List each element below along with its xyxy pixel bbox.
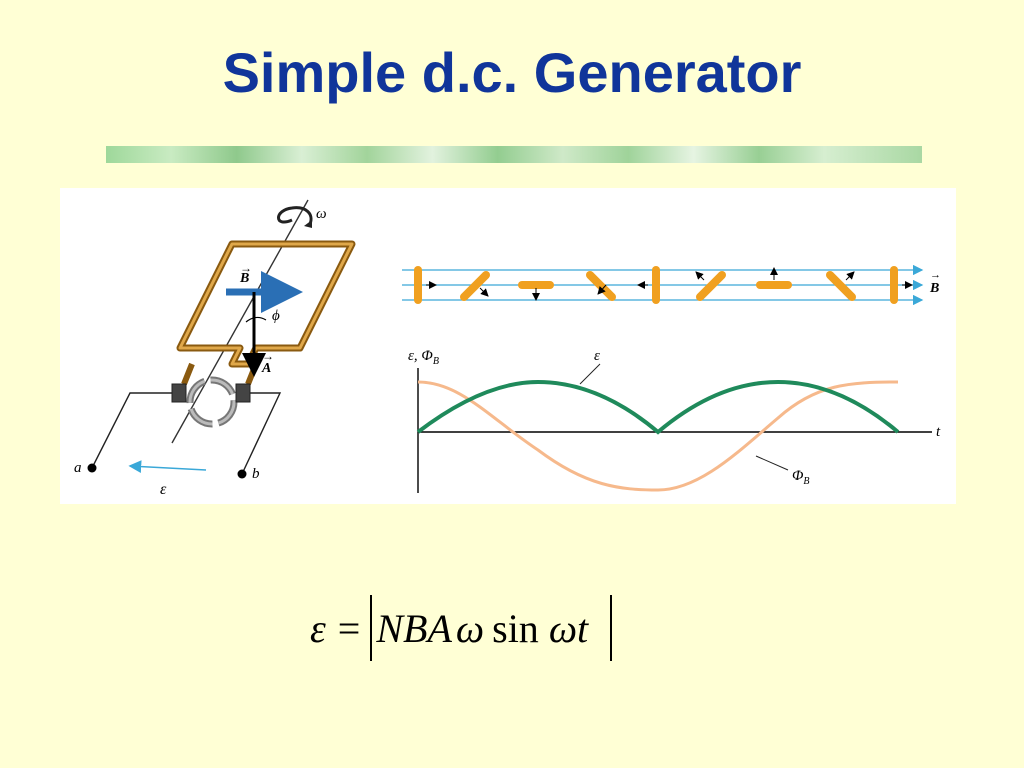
- generator-drawing: ω B → A → ϕ: [74, 199, 356, 498]
- eq-sin: sin: [492, 605, 539, 651]
- figure-svg: ω B → A → ϕ: [74, 199, 941, 498]
- eq-abs-bar-right: [610, 595, 613, 661]
- eq-omega: ω: [455, 605, 485, 651]
- generator-figure: ω B → A → ϕ: [60, 188, 956, 504]
- a-vector-label: A: [261, 361, 271, 376]
- emf-flux-graph: ε, ΦB t ε ΦB: [408, 348, 941, 493]
- eq-equals: =: [337, 605, 361, 651]
- emf-label: ε: [160, 481, 167, 498]
- emf-curve: [416, 379, 900, 435]
- emf-curve-label: ε: [594, 348, 600, 364]
- graph-x-label: t: [936, 424, 941, 440]
- terminal-b-label: b: [252, 466, 260, 482]
- lead-wire-b: [241, 392, 282, 475]
- orientation-strip: B →: [402, 264, 941, 306]
- flux-curve: [417, 380, 899, 492]
- coil-loop: [178, 242, 354, 366]
- omega-rotation-arrow: [277, 206, 313, 225]
- graph-y-label: ε, ΦB: [408, 348, 439, 367]
- brush-left: [171, 383, 187, 403]
- strip-b-label: B: [929, 281, 939, 296]
- emf-equation: ε = NBA ω sin ωt: [310, 592, 613, 664]
- brush-right: [235, 383, 251, 403]
- emf-direction-arrow: [128, 460, 207, 473]
- phi-angle-label: ϕ: [272, 308, 280, 324]
- eq-omega-t: ωt: [548, 605, 589, 651]
- coil-loop-outline: [176, 240, 356, 368]
- flux-curve-label: ΦB: [792, 468, 810, 487]
- eq-nba: NBA: [376, 605, 452, 651]
- terminal-a-label: a: [74, 460, 82, 476]
- title-divider: [106, 146, 922, 163]
- terminal-b: [237, 469, 247, 479]
- eq-abs-bar-left: [370, 595, 373, 661]
- b-vector-label: B: [239, 271, 249, 286]
- omega-label: ω: [316, 206, 327, 222]
- eq-emf-symbol: ε: [310, 605, 326, 651]
- svg-text:→: →: [240, 261, 252, 275]
- lead-wire-a: [91, 392, 172, 469]
- svg-text:→: →: [930, 269, 941, 281]
- terminal-a: [87, 463, 97, 473]
- slide-title: Simple d.c. Generator: [222, 41, 802, 104]
- svg-text:→: →: [262, 349, 274, 363]
